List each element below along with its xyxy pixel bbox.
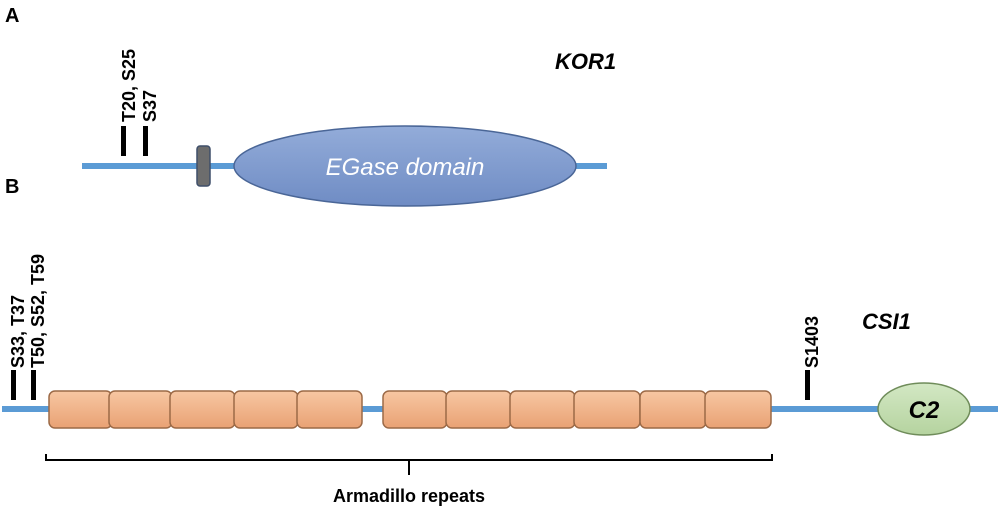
armadillo-repeat — [169, 390, 236, 429]
kor1-transmembrane-domain — [196, 145, 211, 187]
csi1-site-tick-2 — [31, 370, 36, 400]
kor1-name: KOR1 — [555, 49, 616, 74]
armadillo-repeats-group-1 — [48, 390, 363, 429]
csi1-site-label-2: T50, S52, T59 — [28, 254, 48, 368]
kor1-site-label-2: S37 — [140, 90, 160, 122]
csi1-site-tick-1 — [11, 370, 16, 400]
armadillo-repeat — [108, 390, 173, 429]
panel-b-label: B — [5, 176, 19, 198]
armadillo-bracket-label: Armadillo repeats — [333, 486, 485, 506]
csi1-site-tick-3 — [805, 370, 810, 400]
armadillo-repeat — [382, 390, 448, 429]
armadillo-repeat — [509, 390, 576, 429]
kor1-site-tick-1 — [121, 126, 126, 156]
panel-a-label: A — [5, 5, 19, 27]
egase-domain-label: EGase domain — [326, 154, 485, 181]
c2-domain-label: C2 — [909, 397, 940, 424]
armadillo-repeat — [639, 390, 707, 429]
egase-domain — [233, 125, 577, 207]
armadillo-repeat — [48, 390, 113, 429]
armadillo-repeat — [704, 390, 772, 429]
armadillo-bracket — [45, 454, 773, 475]
kor1-site-tick-2 — [143, 126, 148, 156]
armadillo-repeat — [445, 390, 512, 429]
csi1-site-label-3: S1403 — [802, 316, 822, 368]
c2-domain — [877, 382, 971, 436]
kor1-site-label-1: T20, S25 — [119, 49, 139, 122]
armadillo-repeat — [573, 390, 641, 429]
csi1-site-label-1: S33, T37 — [8, 295, 28, 368]
armadillo-repeat — [296, 390, 363, 429]
armadillo-repeats-group-2 — [382, 390, 772, 429]
armadillo-repeat — [233, 390, 299, 429]
csi1-name: CSI1 — [862, 309, 911, 334]
